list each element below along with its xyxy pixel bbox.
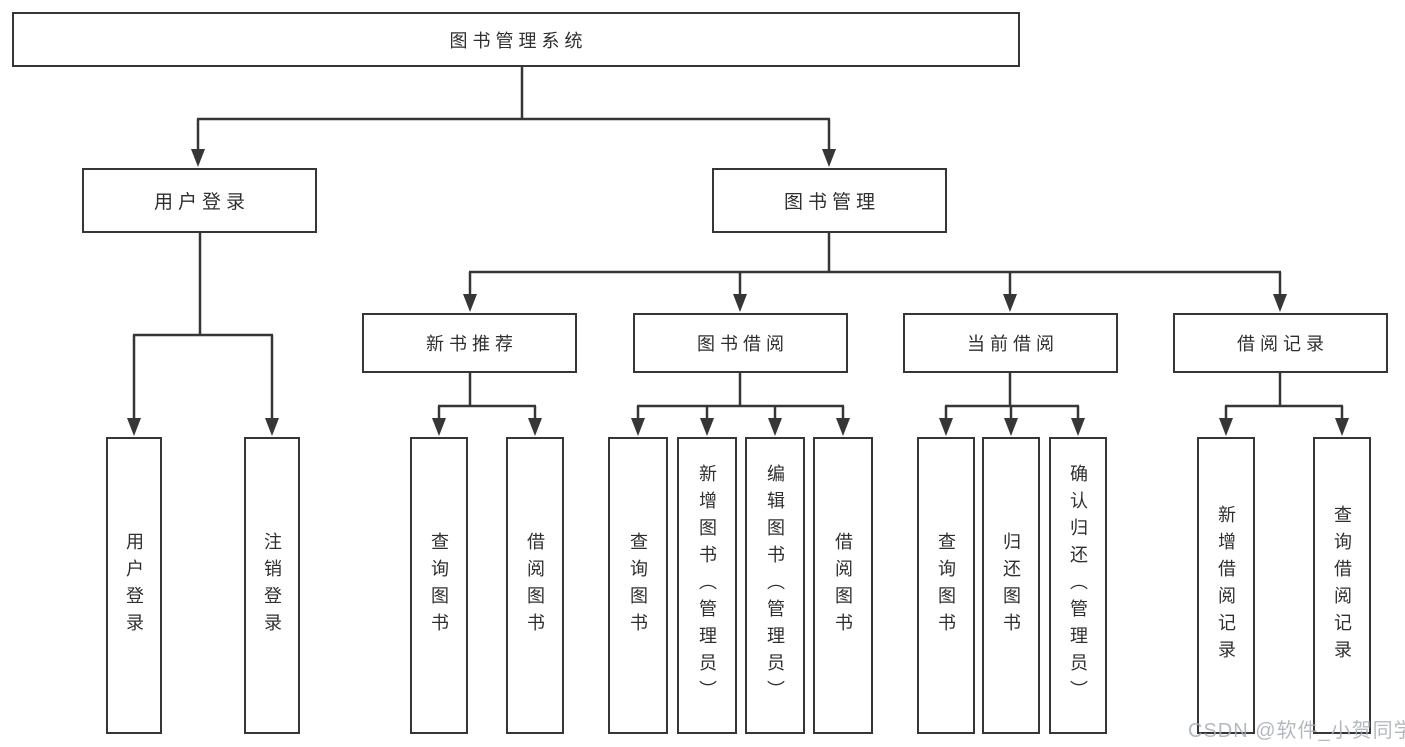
leaf-confirm-return-admin-label: 确认归还（管理员） xyxy=(1068,464,1088,707)
leaf-add-borrow-record-label: 新增借阅记录 xyxy=(1216,504,1236,667)
leaf-borrow-edit-admin-label: 编辑图书（管理员） xyxy=(765,464,785,707)
leaf-current-query-label: 查询图书 xyxy=(936,531,956,640)
leaf-borrow-add-admin-label: 新增图书（管理员） xyxy=(697,464,717,707)
leaf-return-book-label: 归还图书 xyxy=(1001,531,1021,640)
leaf-borrow-query: 查询图书 xyxy=(608,437,668,734)
node-book-borrow: 图书借阅 xyxy=(633,313,848,373)
leaf-borrow-book: 借阅图书 xyxy=(813,437,873,734)
node-root-label: 图书管理系统 xyxy=(449,30,588,51)
node-current-borrow: 当前借阅 xyxy=(903,313,1118,373)
leaf-query-borrow-record: 查询借阅记录 xyxy=(1313,437,1371,734)
leaf-user-login-label: 用户登录 xyxy=(124,531,144,640)
leaf-borrow-edit-admin: 编辑图书（管理员） xyxy=(745,437,805,734)
leaf-confirm-return-admin: 确认归还（管理员） xyxy=(1049,437,1107,734)
leaf-borrow-query-label: 查询图书 xyxy=(628,531,648,640)
leaf-logout: 注销登录 xyxy=(244,437,300,734)
leaf-newbook-query: 查询图书 xyxy=(410,437,468,734)
leaf-newbook-query-label: 查询图书 xyxy=(429,531,449,640)
leaf-current-query: 查询图书 xyxy=(917,437,975,734)
node-book-borrow-label: 图书借阅 xyxy=(697,334,789,354)
node-borrow-record-label: 借阅记录 xyxy=(1237,334,1329,354)
leaf-newbook-borrow: 借阅图书 xyxy=(506,437,564,734)
leaf-query-borrow-record-label: 查询借阅记录 xyxy=(1332,504,1352,667)
node-book-management: 图书管理 xyxy=(712,168,947,233)
node-root: 图书管理系统 xyxy=(12,12,1020,67)
leaf-borrow-book-label: 借阅图书 xyxy=(833,531,853,640)
node-book-management-label: 图书管理 xyxy=(783,192,880,213)
leaf-return-book: 归还图书 xyxy=(982,437,1040,734)
node-new-book-recommend-label: 新书推荐 xyxy=(426,334,518,354)
leaf-newbook-borrow-label: 借阅图书 xyxy=(525,531,545,640)
node-borrow-record: 借阅记录 xyxy=(1173,313,1388,373)
leaf-borrow-add-admin: 新增图书（管理员） xyxy=(677,437,737,734)
csdn-watermark: CSDN @软件_小贺同学 xyxy=(1188,720,1405,742)
node-current-borrow-label: 当前借阅 xyxy=(967,334,1059,354)
leaf-user-login: 用户登录 xyxy=(106,437,162,734)
node-new-book-recommend: 新书推荐 xyxy=(362,313,577,373)
node-user-login: 用户登录 xyxy=(82,168,317,233)
node-user-login-label: 用户登录 xyxy=(153,192,250,213)
leaf-logout-label: 注销登录 xyxy=(262,531,282,640)
leaf-add-borrow-record: 新增借阅记录 xyxy=(1197,437,1255,734)
